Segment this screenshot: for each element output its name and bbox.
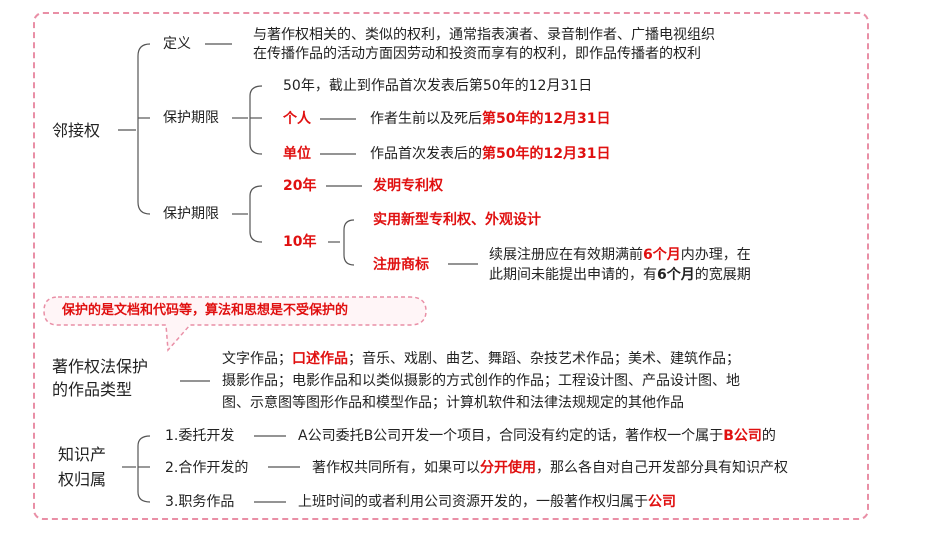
- works-types-line2: 摄影作品；电影作品和以类似摄影的方式创作的作品；工程设计图、产品设计图、地: [222, 373, 740, 389]
- root-neighboring-rights: 邻接权: [52, 121, 101, 140]
- utility-model-design: 实用新型专利权、外观设计: [373, 212, 541, 228]
- works-types-line1: 文字作品；口述作品；音乐、戏剧、曲艺、舞蹈、杂技艺术作品；美术、建筑作品；: [222, 351, 740, 367]
- joint-dev-label: 2.合作开发的: [165, 460, 249, 476]
- protection-period-label-2: 保护期限: [163, 206, 219, 222]
- outer-dashed-frame: [33, 12, 869, 520]
- definition-label: 定义: [163, 36, 191, 52]
- works-types-label-line1: 著作权法保护: [52, 357, 149, 376]
- protection-scope-note: 保护的是文档和代码等，算法和思想是不受保护的: [62, 303, 349, 318]
- work-for-hire-text: 上班时间的或者利用公司资源开发的，一般著作权归属于公司: [298, 494, 676, 510]
- individual-highlight: 第50年的12月31日: [482, 111, 611, 127]
- unit-label: 单位: [283, 146, 311, 162]
- renewal-line1: 续展注册应在有效期满前6个月内办理，在: [489, 247, 751, 263]
- renewal-line2: 此期间未能提出申请的，有6个月的宽展期: [489, 267, 751, 283]
- ten-years-label: 10年: [283, 234, 317, 250]
- twenty-years-label: 20年: [283, 178, 317, 194]
- work-for-hire-label: 3.职务作品: [165, 494, 235, 510]
- ownership-label-line2: 权归属: [58, 470, 107, 489]
- protection-period-label-1: 保护期限: [163, 110, 219, 126]
- commissioned-dev-text: A公司委托B公司开发一个项目，合同没有约定的话，著作权一个属于B公司的: [298, 428, 776, 444]
- registered-trademark: 注册商标: [373, 257, 429, 273]
- commissioned-dev-label: 1.委托开发: [165, 428, 235, 444]
- unit-highlight: 第50年的12月31日: [482, 146, 611, 162]
- joint-dev-text: 著作权共同所有，如果可以分开使用，那么各自对自己开发部分具有知识产权: [312, 460, 788, 476]
- ownership-label-line1: 知识产: [58, 445, 107, 464]
- protection-general-text: 50年，截止到作品首次发表后第50年的12月31日: [283, 78, 593, 94]
- works-types-line3: 图、示意图等图形作品和模型作品；计算机软件和法律法规规定的其他作品: [222, 395, 684, 411]
- unit-text: 作品首次发表后的第50年的12月31日: [370, 146, 611, 162]
- individual-text: 作者生前以及死后第50年的12月31日: [370, 111, 611, 127]
- individual-label: 个人: [283, 111, 311, 127]
- definition-line2: 在传播作品的活动方面因劳动和投资而享有的权利，即作品传播者的权利: [253, 46, 701, 62]
- invention-patent: 发明专利权: [373, 178, 443, 194]
- definition-line1: 与著作权相关的、类似的权利，通常指表演者、录音制作者、广播电视组织: [253, 27, 715, 43]
- works-types-label-line2: 的作品类型: [52, 380, 133, 399]
